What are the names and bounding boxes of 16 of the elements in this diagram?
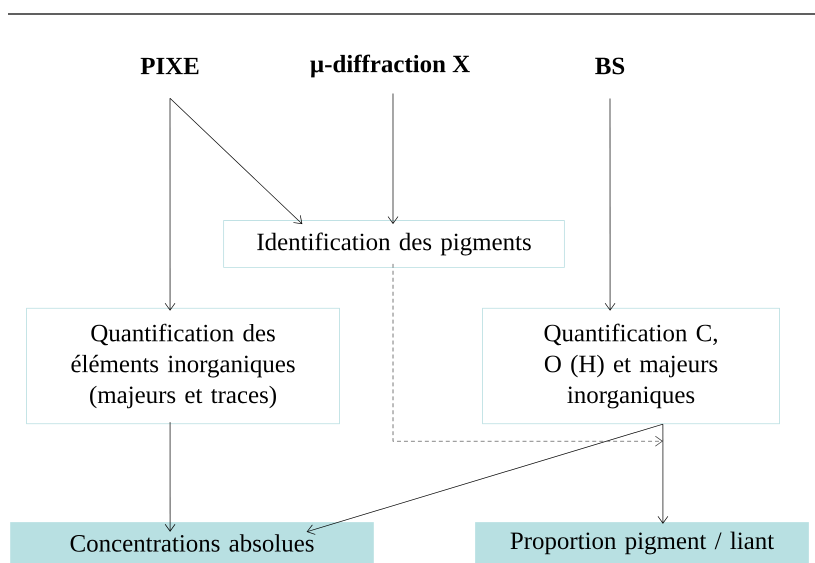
- arrow: [164, 422, 176, 532]
- process-box: Quantification C, O (H) et majeurs inorganiques: [482, 308, 780, 424]
- result-band: Concentrations absolues: [10, 522, 374, 563]
- arrow: [392, 263, 663, 446]
- method-label: PIXE: [140, 58, 198, 74]
- result-band: Proportion pigment / liant: [475, 522, 809, 563]
- arrow: [388, 93, 398, 224]
- arrow: [170, 98, 302, 224]
- process-box: Identification des pigments: [223, 220, 565, 268]
- process-box: Quantification des éléments inorganiques (majeurs et traces): [26, 308, 340, 424]
- method-label: µ-diffraction X: [310, 54, 470, 78]
- arrow: [604, 98, 616, 311]
- arrow: [164, 98, 176, 311]
- method-label: BS: [595, 58, 624, 74]
- arrow: [658, 440, 668, 524]
- arrow: [306, 424, 664, 535]
